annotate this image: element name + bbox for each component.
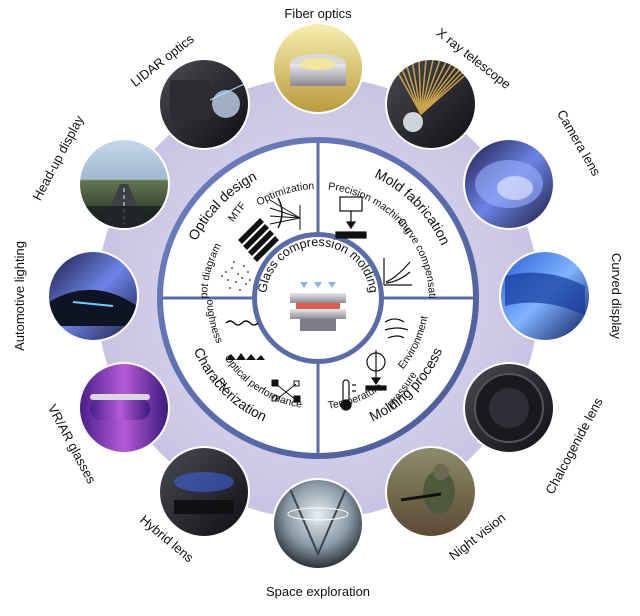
app-disc-curved-display <box>499 250 591 342</box>
app-label-curved-display: Curved display <box>609 253 624 339</box>
mtf-chart-icon <box>238 218 279 262</box>
app-disc-hybrid-lens <box>158 446 250 538</box>
pressure-icon <box>365 350 387 391</box>
optical-performance-icon <box>271 379 301 403</box>
app-disc-chalcogenide-lens <box>463 362 555 454</box>
app-disc-fiber-optics <box>272 22 364 114</box>
roughness-icon <box>225 320 259 326</box>
press-icon <box>290 282 346 331</box>
app-label-head-up-display: Head-up display <box>29 112 87 202</box>
app-disc-camera-lens <box>463 138 555 230</box>
app-disc-head-up-display <box>78 138 170 230</box>
pv-profile-icon <box>226 353 265 360</box>
app-label-space-exploration: Space exploration <box>266 584 370 599</box>
app-disc-vr-ar-glasses <box>78 362 170 454</box>
app-label-fiber-optics: Fiber optics <box>284 6 352 21</box>
machining-icon <box>335 196 367 239</box>
app-disc-space-exploration <box>272 478 364 570</box>
environment-icon <box>384 318 409 339</box>
app-label-camera-lens: Camera lens <box>554 107 604 179</box>
temperature-icon <box>340 379 356 411</box>
optimization-icon <box>269 197 301 230</box>
app-disc-lidar-optics <box>158 58 250 150</box>
app-disc-automotive-lighting <box>47 250 139 342</box>
app-disc-night-vision <box>385 446 477 538</box>
spot-diagram-icon <box>221 261 251 291</box>
app-label-automotive-lighting: Automotive lighting <box>12 241 27 351</box>
curve-compensation-icon <box>383 258 412 286</box>
